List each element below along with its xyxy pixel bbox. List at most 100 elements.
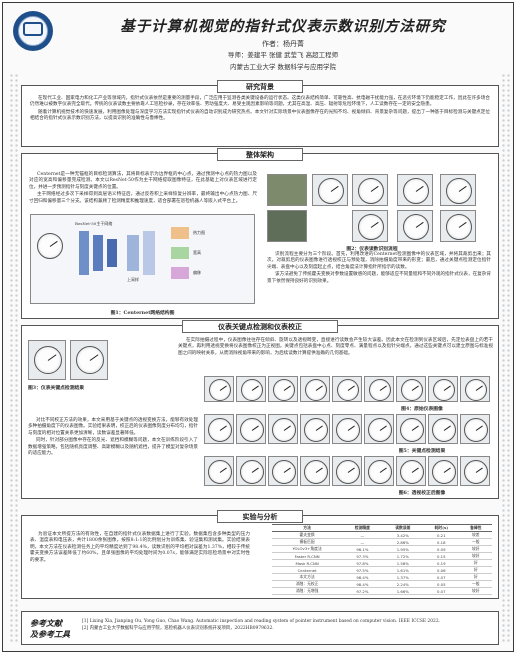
framework-right-text: 识别流程主要分为三个阶段。首先，利用改进的Centernet检测图像中的仪表区域…	[267, 252, 491, 286]
table-header-cell: 方法	[272, 524, 343, 532]
framework-paragraph: 主干网络经过多次下采样得到高层语义特征后，通过反卷积上采样恢复分辨率，最终输出中…	[29, 192, 257, 204]
framework-paragraph: 该方法避免了传统霍夫变换对参数设置敏感的问题，能够适应不同量程和不同外观的指针式…	[267, 272, 491, 284]
table-header-cell: 鲁棒性	[459, 524, 492, 532]
gauge-dial	[208, 418, 232, 442]
background-heading: 研究背景	[217, 80, 303, 93]
framework-section: 整体架构 Centernet是一种无锚框的目标检测算法，其将目标表示为边界框的中…	[21, 148, 499, 319]
framework-left-text: Centernet是一种无锚框的目标检测算法，其将目标表示为边界框的中心点，通过…	[29, 172, 257, 206]
grid-caption: 图6：透视校正后图像	[398, 490, 446, 496]
logo-emblem	[23, 22, 43, 36]
reference-item: [2] 内蒙古工业大学数据科学与应用学院，巡检机器人仪表识别系统开发项目，202…	[82, 626, 274, 631]
robot-photo	[267, 174, 307, 206]
gauge-photo	[440, 174, 476, 206]
reference-item: [1] Lixing Xia, Jianping Ou, Yong Guo, C…	[82, 619, 441, 624]
gauge-dial	[336, 418, 360, 442]
table-cell: 3.42%	[382, 531, 424, 539]
keypoint-caption: 图3：仪表关键点检测结果	[28, 385, 85, 391]
grid-gauge	[428, 376, 458, 402]
gauge-dial	[403, 214, 429, 240]
grid-caption: 图5：关键点检测结果	[398, 448, 446, 454]
affiliation-line: 内蒙古工业大学 数据科学与应用学院	[229, 63, 337, 71]
net-label-heatmap: 热力图	[193, 230, 205, 235]
backbone-block	[93, 235, 103, 271]
table-header-cell: 检测精度	[342, 524, 383, 532]
background-section: 研究背景 在现代工业、国家电力和化工产业等领域内，指针式仪表依然是重要的测量手段…	[21, 80, 499, 147]
grid-caption: 图4：原始仪表图像	[401, 406, 443, 412]
table-cell: 97.8%	[342, 559, 383, 567]
backbone-block	[79, 231, 89, 275]
table-cell: Centernet	[272, 566, 343, 574]
gauge-dial	[336, 460, 360, 484]
gauge-photo	[312, 174, 348, 206]
net-label-offset: 偏移	[193, 270, 201, 275]
grid-gauge	[268, 456, 298, 486]
gauge-dial	[358, 214, 384, 240]
grid-gauge	[428, 414, 458, 444]
table-cell: 0.09	[423, 545, 460, 553]
table-cell: Mask R-CNN	[272, 559, 343, 567]
gauge-photo	[397, 174, 433, 206]
gauge-dial	[34, 346, 62, 374]
detection-paragraph: 对比不同校正方法的效果，本文采用基于关键点的透视变换方法，能够有效处理多种拍摄角…	[28, 418, 198, 436]
references-list: [1] Lixing Xia, Jianping Ou, Yong Guo, C…	[82, 618, 492, 632]
net-label-upsample: 上采样	[127, 277, 139, 282]
gauge-dial	[403, 178, 429, 204]
size-head	[171, 247, 189, 259]
table-cell: Faster R-CNN	[272, 552, 343, 560]
table-cell: YOLOv3+角度法	[272, 545, 343, 553]
table-cell: 1.61%	[382, 566, 424, 574]
gauge-dial	[400, 460, 424, 484]
table-cell: 较好	[459, 545, 492, 553]
network-diagram: ResNet-50主干网络 上采样 热力图 宽高 偏移	[30, 214, 255, 304]
university-logo: 1951	[13, 11, 53, 51]
framework-paragraph: Centernet是一种无锚框的目标检测算法，其将目标表示为边界框的中心点，通过…	[29, 172, 257, 190]
gauge-dial	[304, 460, 328, 484]
results-text: 为验证本文所提方法的有效性，在自建的指针式仪表数据集上进行了实验。数据集包含多种…	[30, 532, 250, 565]
detection-bottom-text: 对比不同校正方法的效果，本文采用基于关键点的透视变换方法，能够有效处理多种拍摄角…	[28, 418, 198, 458]
results-paragraph: 为验证本文所提方法的有效性，在自建的指针式仪表数据集上进行了实验。数据集包含多种…	[30, 532, 250, 563]
grid-gauge	[364, 414, 394, 444]
table-cell: 0.21	[423, 531, 460, 539]
table-cell: 好	[459, 566, 492, 574]
table-cell: 97.2%	[342, 587, 383, 595]
gauge-photo	[397, 210, 433, 242]
gauge-dial	[368, 460, 392, 484]
table-cell: 98.4%	[342, 580, 383, 588]
framework-heading: 整体架构	[217, 148, 303, 161]
heatmap-head	[171, 227, 189, 239]
gauge-dial	[209, 379, 231, 401]
gauge-dial	[272, 418, 296, 442]
grid-gauge	[396, 414, 426, 444]
table-cell: 96.1%	[342, 545, 383, 553]
gauge-dial	[76, 346, 104, 374]
upsample-block	[127, 235, 139, 271]
net-label-backbone: ResNet-50主干网络	[75, 221, 113, 226]
gauge-dial	[273, 379, 295, 401]
table-cell: 0.18	[423, 538, 460, 546]
background-text: 在现代工业、国家电力和化工产业等领域内，指针式仪表依然是重要的测量手段，广泛应用…	[30, 96, 490, 124]
table-cell: 消融：无增强	[272, 587, 343, 595]
table-cell: —	[342, 538, 383, 546]
table-cell: 消融：无校正	[272, 580, 343, 588]
grid-gauge	[268, 376, 298, 402]
table-cell: 0.05	[423, 580, 460, 588]
table-cell: 一般	[459, 580, 492, 588]
gauge-dial	[240, 418, 264, 442]
advisor-line: 导师：姜建平 张健 武莹飞 高超工程师	[227, 51, 339, 59]
grid-gauge	[300, 376, 330, 402]
table-cell: —	[342, 531, 383, 539]
gauge-dial	[432, 460, 456, 484]
gauge-dial	[446, 214, 472, 240]
table-cell: 好	[459, 573, 492, 581]
poster-title: 基于计算机视觉的指针式仪表示数识别方法研究	[120, 18, 446, 35]
background-paragraph: 随着计算机视觉技术的快速发展，利用图像处理与深度学习方法实现指针式仪表的自动识别…	[30, 109, 490, 122]
grid-gauge	[236, 414, 266, 444]
gauge-dial	[369, 379, 391, 401]
detection-section: 仪表关键点检测和仪表校正 图3：仪表关键点检测结果 在实际拍摄过程中，仪表图像往…	[21, 320, 499, 499]
